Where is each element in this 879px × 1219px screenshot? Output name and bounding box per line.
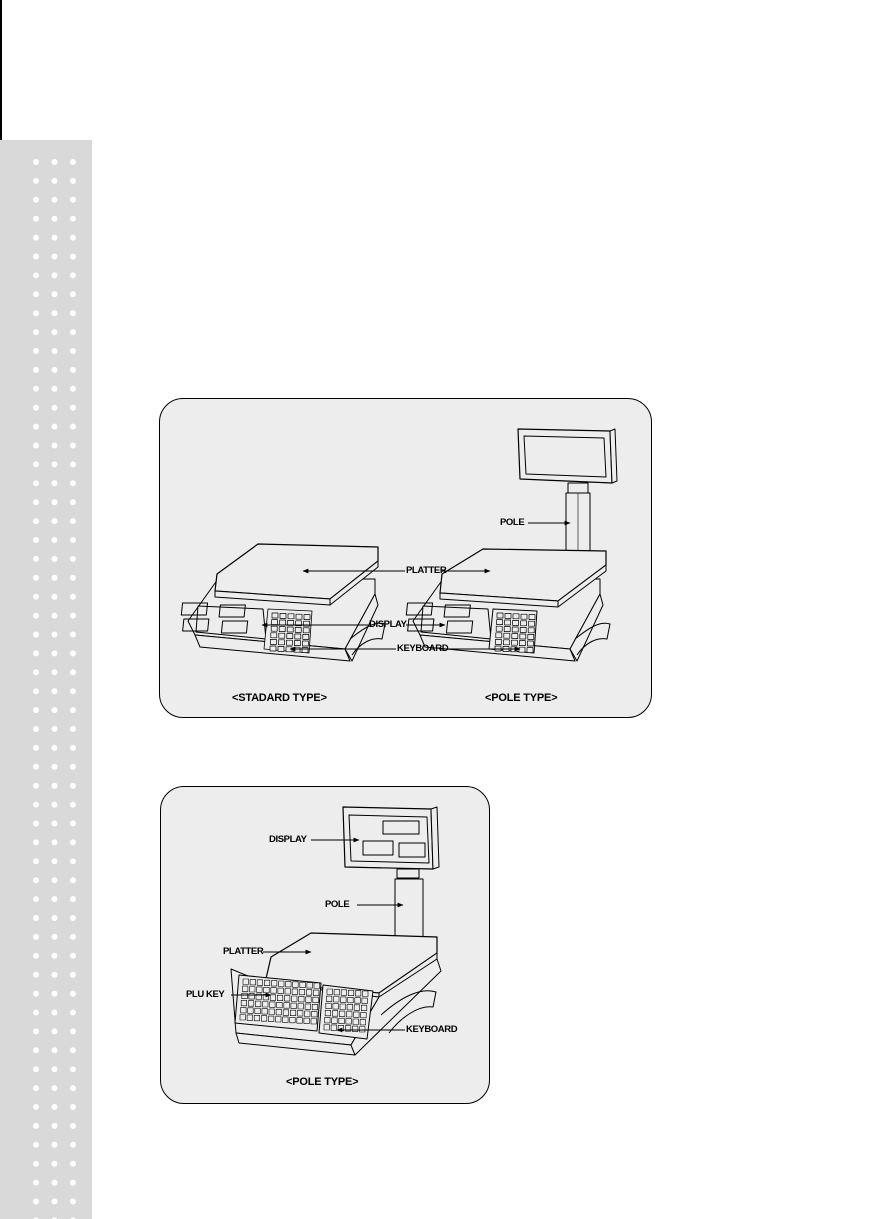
page-edge-rule — [0, 0, 2, 140]
decorative-dot-strip — [0, 140, 92, 1219]
label-platter: PLATTER — [406, 566, 446, 576]
label-display: DISPLAY — [269, 835, 307, 845]
caption-pole-type: <POLE TYPE> — [485, 693, 557, 704]
label-keyboard: KEYBOARD — [397, 644, 448, 654]
pole-scale-plu-illustration — [161, 787, 490, 1104]
label-keyboard: KEYBOARD — [406, 1025, 457, 1035]
label-pole: POLE — [500, 518, 524, 528]
caption-pole-type: <POLE TYPE> — [286, 1077, 358, 1088]
label-display: DISPLAY — [369, 620, 407, 630]
label-platter: PLATTER — [223, 947, 263, 957]
label-pole: POLE — [325, 900, 349, 910]
label-plu-key: PLU KEY — [186, 990, 224, 1000]
caption-standard-type: <STADARD TYPE> — [232, 693, 327, 704]
figure-scale-types: POLE PLATTER DISPLAY KEYBOARD <STADARD T… — [159, 398, 652, 718]
scale-illustrations — [160, 399, 652, 718]
figure-pole-type-plu: DISPLAY POLE PLATTER PLU KEY KEYBOARD <P… — [160, 786, 490, 1104]
pole-scale-drawing — [406, 429, 617, 661]
dot-pattern — [0, 140, 92, 1219]
